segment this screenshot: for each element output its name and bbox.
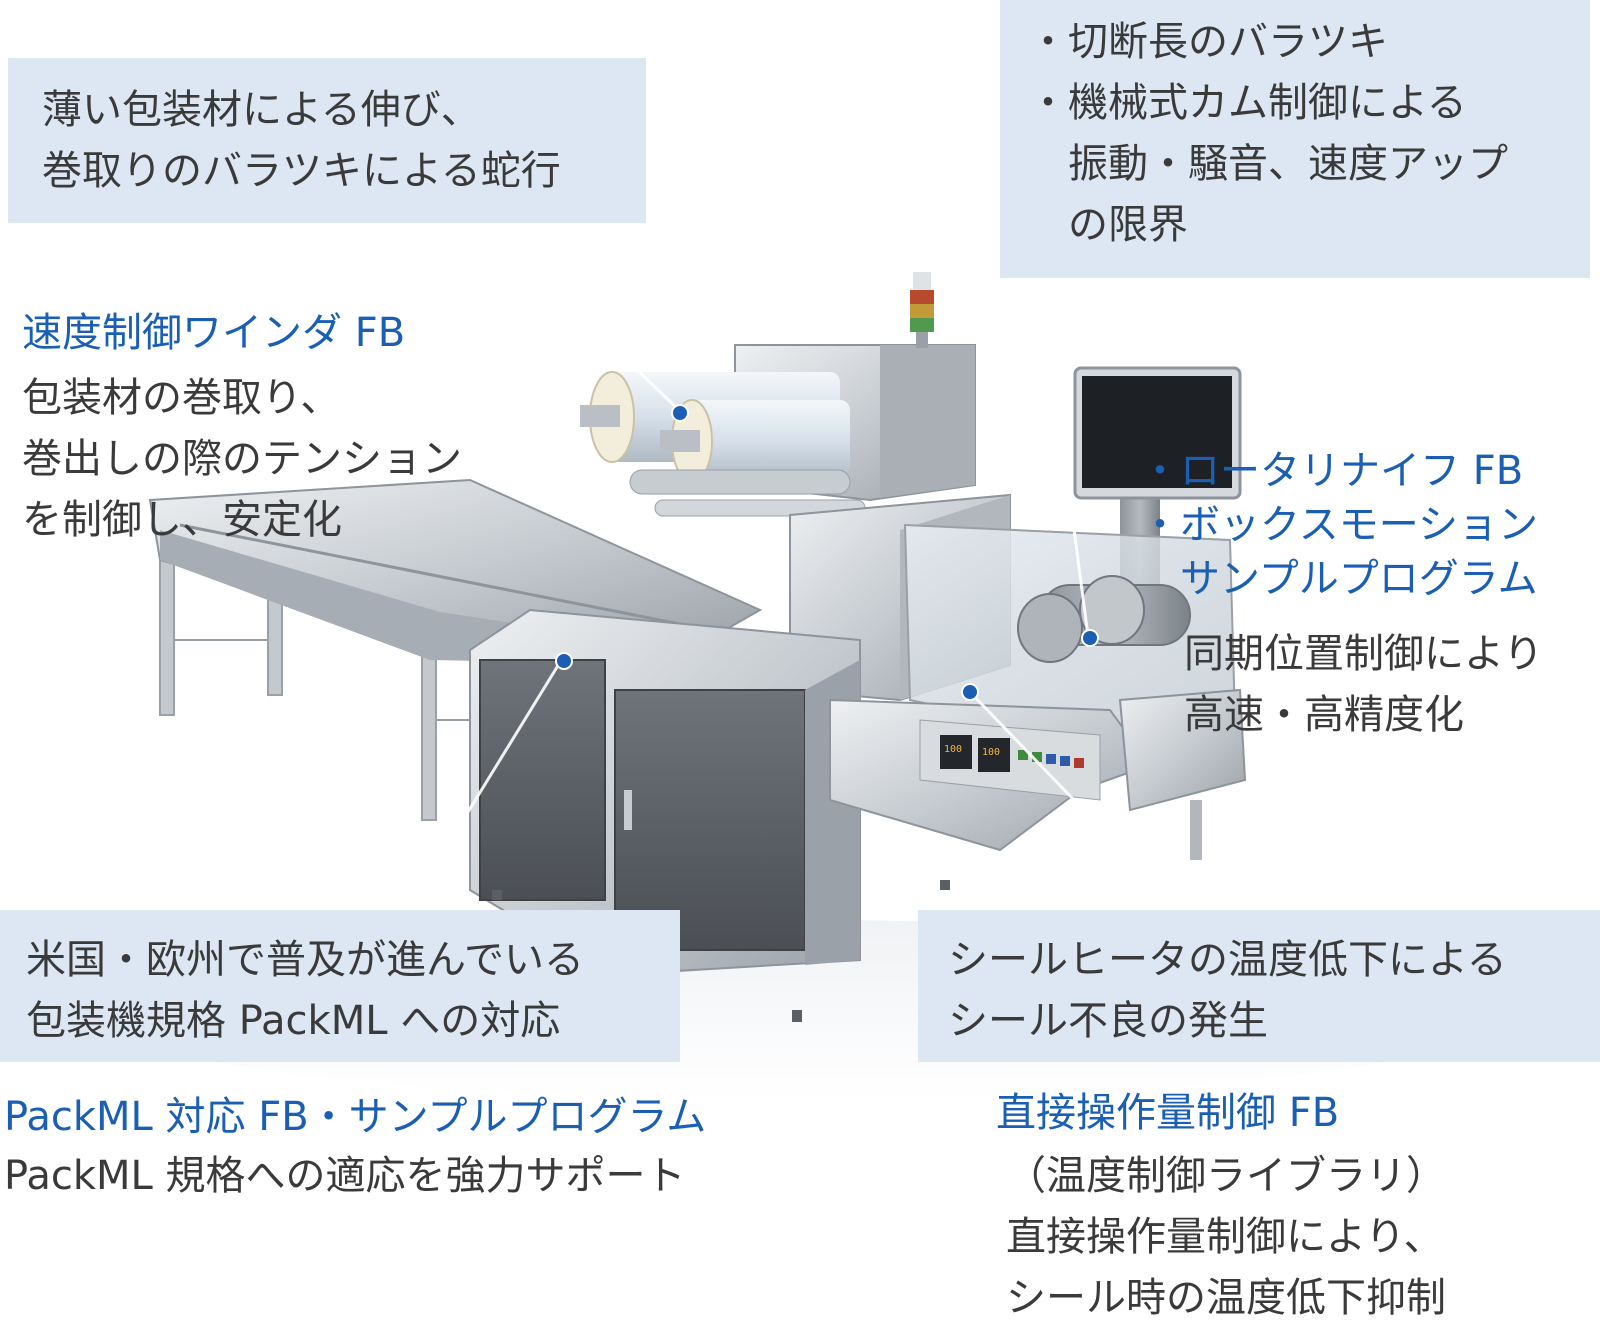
callout-marker-dot <box>961 683 979 701</box>
callout-text: 米国・欧州で普及が進んでいる <box>26 937 584 983</box>
cabinet-door-left <box>479 659 606 901</box>
callout-text: ・切断長のバラツキ <box>1028 19 1388 65</box>
winder-fb-title: 速度制御ワインダ FB <box>22 310 406 356</box>
callout-marker-dot <box>671 404 689 422</box>
temperature-fb-desc: （温度制御ライブラリ） 直接操作量制御により、 シール時の温度低下抑制 <box>1006 1146 1446 1329</box>
callout-packml: 米国・欧州で普及が進んでいる 包装機規格 PackML への対応 <box>0 910 680 1062</box>
winder-fb-desc: 包装材の巻取り、 巻出しの際のテンション を制御し、安定化 <box>22 368 462 551</box>
cabinet-handle <box>624 790 632 830</box>
callout-text: ・機械式カム制御による <box>1028 80 1467 126</box>
panel-buttons <box>1018 750 1084 768</box>
svg-text:100: 100 <box>944 744 962 755</box>
callout-text: 薄い包装材による伸び、 <box>42 87 481 133</box>
desc-line: 直接操作量制御により、 <box>1006 1214 1444 1260</box>
callout-text: 包装機規格 PackML への対応 <box>26 998 561 1044</box>
knife-fb-desc: 同期位置制御により 高速・高精度化 <box>1184 624 1543 746</box>
knife-fb-title: サンプルプログラム <box>1140 556 1538 602</box>
desc-line: 包装材の巻取り、 <box>22 375 341 421</box>
guide-roller <box>629 469 851 495</box>
knife-fb-title: ・ロータリナイフ FB <box>1140 448 1524 494</box>
desc-line: （温度制御ライブラリ） <box>1006 1153 1446 1199</box>
temperature-controllers: 100 100 <box>940 735 1010 772</box>
knife-fb-titles: ・ロータリナイフ FB ・ボックスモーション サンプルプログラム <box>1140 444 1538 606</box>
callout-seal: シールヒータの温度低下による シール不良の発生 <box>918 910 1600 1062</box>
callout-text: 振動・騒音、速度アップ <box>1028 141 1508 187</box>
packml-fb-desc: PackML 規格への適応を強力サポート <box>4 1146 686 1207</box>
rotary-knife-rollers <box>1017 575 1191 663</box>
knife-fb-title: ・ボックスモーション <box>1140 502 1538 548</box>
callout-text: の限界 <box>1028 202 1188 248</box>
svg-text:100: 100 <box>982 747 1000 758</box>
leader-lines <box>418 208 1182 912</box>
discharge-conveyor <box>1118 688 1247 812</box>
desc-line: を制御し、安定化 <box>22 497 342 543</box>
desc-line: シール時の温度低下抑制 <box>1006 1275 1446 1321</box>
callout-marker-dot <box>1081 629 1099 647</box>
temperature-fb-title: 直接操作量制御 FB <box>996 1090 1340 1136</box>
desc-line: 巻出しの際のテンション <box>22 436 462 482</box>
signal-tower-icon <box>910 272 934 348</box>
callout-text: 巻取りのバラツキによる蛇行 <box>42 148 561 194</box>
callout-text: シール不良の発生 <box>948 998 1268 1044</box>
callout-film-stretch: 薄い包装材による伸び、 巻取りのバラツキによる蛇行 <box>8 58 646 223</box>
desc-line: 高速・高精度化 <box>1184 692 1464 738</box>
callout-cutting: ・切断長のバラツキ ・機械式カム制御による 振動・騒音、速度アップ の限界 <box>1000 0 1590 278</box>
cabinet-door-right <box>614 689 806 951</box>
packml-fb-title: PackML 対応 FB・サンプルプログラム <box>4 1094 707 1140</box>
desc-line: PackML 規格への適応を強力サポート <box>4 1153 686 1199</box>
callout-text: シールヒータの温度低下による <box>948 937 1507 983</box>
desc-line: 同期位置制御により <box>1184 631 1544 677</box>
callout-marker-dot <box>555 652 573 670</box>
